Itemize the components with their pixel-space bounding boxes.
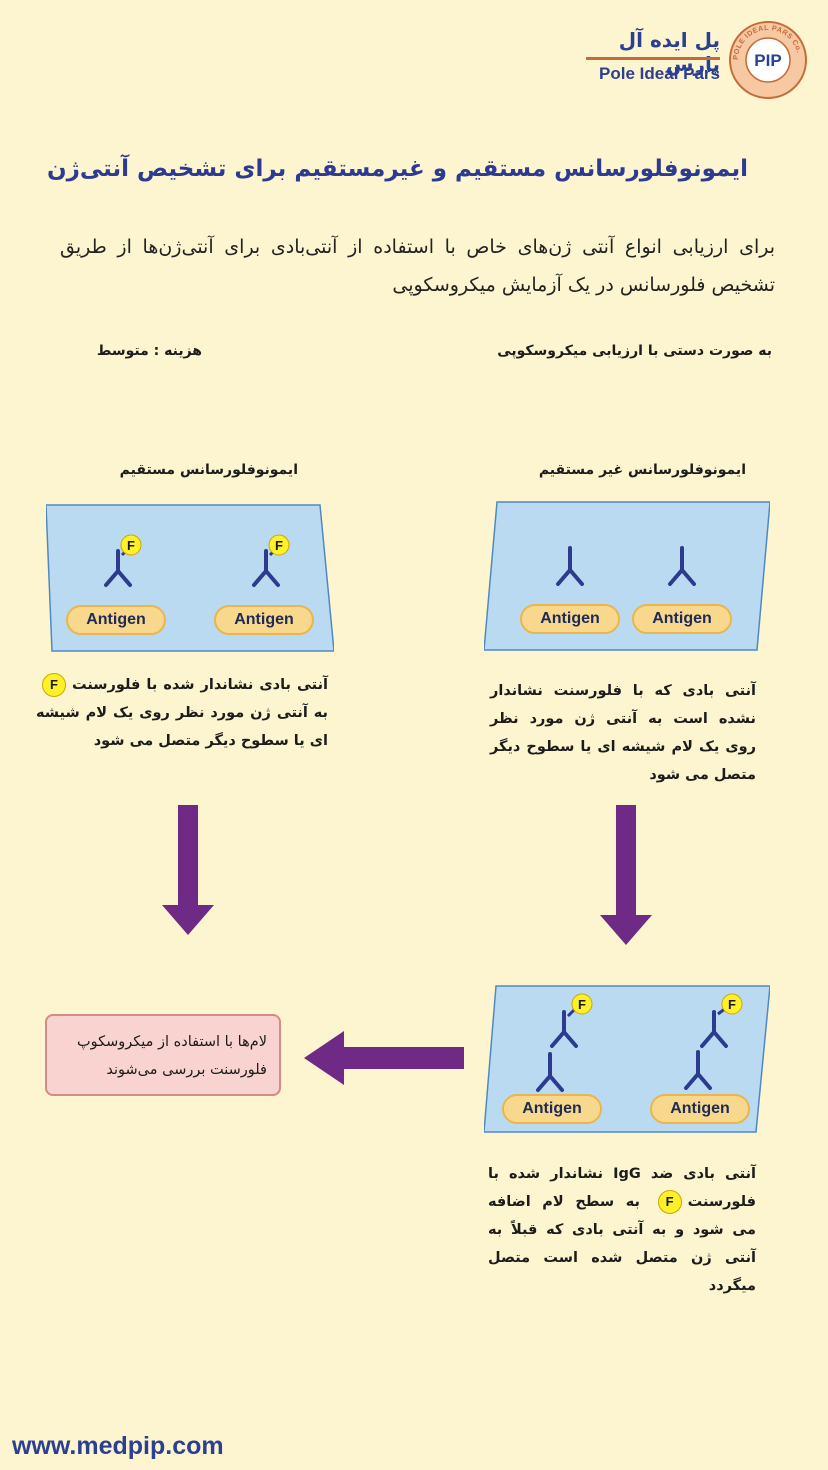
fluorescent-badge-icon: F: [657, 1190, 682, 1214]
antibody-icon: [104, 549, 132, 587]
antibody-icon: [668, 546, 696, 586]
indirect-step2-part1: آنتی بادی ضد IgG نشاندار شده با فلورسنت: [488, 1166, 757, 1210]
fluorescent-label: F: [127, 538, 135, 553]
logo-text-persian: پل ایده آل پارس: [618, 28, 720, 76]
intro-paragraph: برای ارزیابی انواع آنتی ژن‌های خاص با اس…: [60, 236, 775, 296]
direct-description: آنتی بادی نشاندار شده با فلورسنت F به آنت…: [36, 671, 328, 755]
antigen-label: Antigen: [632, 604, 732, 634]
fluorescent-label: F: [275, 538, 283, 553]
direct-desc-part1: آنتی بادی نشاندار شده با فلورسنت: [72, 677, 328, 693]
indirect-column-title: ایمونوفلورسانس غیر مستقیم: [538, 462, 746, 478]
direct-slide: F F Antigen Antigen: [46, 503, 334, 653]
seal-monogram: PIP: [754, 51, 781, 70]
indirect-description: آنتی بادی که با فلورسنت نشاندار نشده است…: [490, 683, 756, 783]
cost-info: هزینه : متوسط: [96, 343, 202, 359]
left-arrow: [304, 1031, 464, 1085]
antigen-label: Antigen: [520, 604, 620, 634]
indirect-slide-secondary: F F Antigen Antigen: [484, 984, 770, 1134]
antibody-icon: [252, 549, 280, 587]
company-seal-logo: POLE IDEAL PARS Co. PIP: [729, 21, 807, 99]
logo-text-english: Pole Ideal Pars: [599, 64, 720, 83]
antibody-icon: [556, 546, 584, 586]
antigen-label: Antigen: [650, 1094, 750, 1124]
antigen-label: Antigen: [502, 1094, 602, 1124]
down-arrow-indirect: [600, 805, 652, 945]
logo-divider: [586, 57, 720, 60]
footer-website-link[interactable]: www.medpip.com: [12, 1432, 224, 1460]
indirect-slide: Antigen Antigen: [484, 500, 770, 652]
page-title: ایمونوفلورسانس مستقیم و غیرمستقیم برای ت…: [46, 156, 748, 182]
antigen-label: Antigen: [214, 605, 314, 635]
fluorescent-badge-icon: F: [42, 673, 66, 697]
down-arrow-direct: [162, 805, 214, 935]
primary-antibody-icon: [536, 1052, 564, 1092]
secondary-antibody-icon: [550, 1010, 578, 1048]
result-box: لام‌ها با استفاده از میکروسکوپ فلورسنت ب…: [45, 1014, 281, 1096]
indirect-step2-part2: به سطح لام اضافه می شود و به آنتی بادی ک…: [488, 1194, 756, 1294]
antigen-label: Antigen: [66, 605, 166, 635]
primary-antibody-icon: [684, 1050, 712, 1090]
direct-desc-part2: به آنتی ژن مورد نظر روی یک لام شیشه ای ی…: [36, 705, 328, 749]
fluorescent-label: F: [578, 997, 586, 1012]
method-info: به صورت دستی با ارزیابی میکروسکوپی: [497, 343, 772, 359]
fluorescent-label: F: [728, 997, 736, 1012]
indirect-step2-description: آنتی بادی ضد IgG نشاندار شده با فلورسنتF…: [488, 1160, 756, 1300]
secondary-antibody-icon: [700, 1010, 728, 1048]
direct-column-title: ایمونوفلورسانس مستقیم: [119, 462, 298, 478]
